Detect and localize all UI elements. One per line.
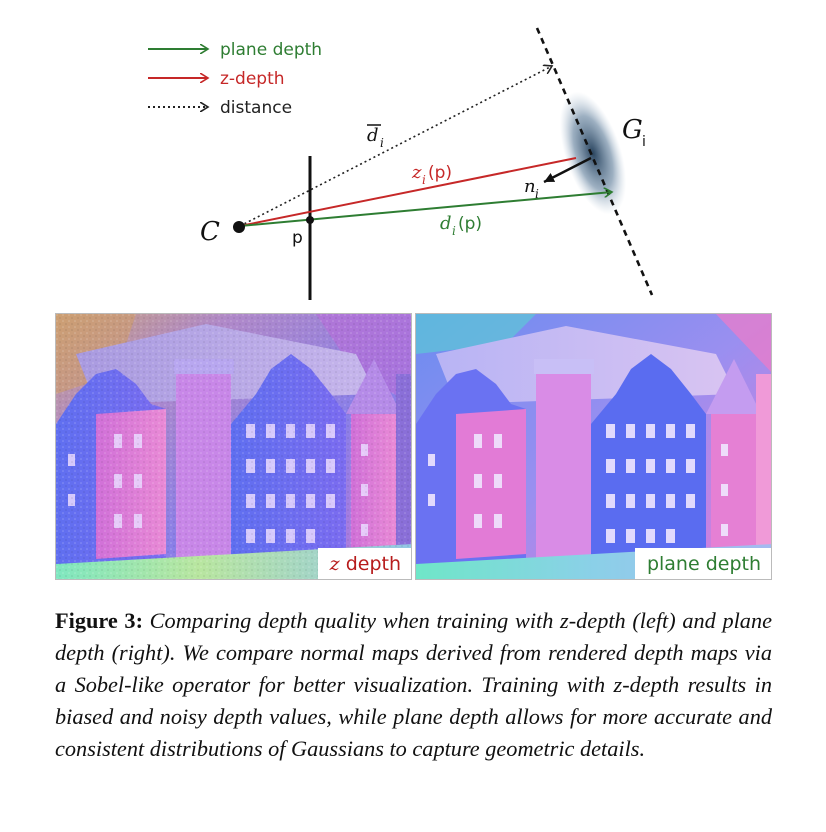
- z-depth-argument: (p): [428, 163, 452, 183]
- plane-depth-normal-map-image: [416, 314, 771, 579]
- figure-label: Figure 3:: [55, 608, 143, 633]
- pixel-label: p: [292, 228, 303, 248]
- gaussian-symbol: G: [622, 115, 643, 145]
- distance-subscript: i: [380, 136, 384, 150]
- pixel-point-dot: [306, 216, 314, 224]
- normal-subscript: i: [535, 187, 539, 201]
- z-depth-symbol: z: [411, 162, 422, 183]
- plane-depth-ray: [239, 192, 612, 227]
- z-depth-tag: z depth: [317, 548, 411, 579]
- gaussian-subscript: i: [642, 134, 646, 150]
- gaussian-label: G i: [622, 115, 646, 150]
- legend: plane depth z-depth distance: [148, 40, 322, 118]
- plane-depth-tag-text: plane depth: [646, 553, 761, 575]
- tangent-plane-line: [535, 27, 654, 296]
- distance-symbol: d: [367, 125, 379, 146]
- z-depth-normal-map-image: [56, 314, 411, 579]
- camera-center-dot: [233, 221, 245, 233]
- distance-ray: [239, 66, 552, 227]
- z-depth-normal-map-panel: z depth: [55, 313, 412, 580]
- legend-plane-depth-label: plane depth: [220, 40, 322, 60]
- figure-caption: Figure 3: Comparing depth quality when t…: [55, 605, 772, 765]
- plane-depth-label: d i (p): [440, 213, 482, 238]
- z-depth-label: z i (p): [411, 162, 452, 187]
- depth-geometry-diagram: plane depth z-depth distance C p G i d i…: [148, 27, 654, 300]
- z-depth-tag-symbol: z: [329, 553, 340, 575]
- plane-depth-argument: (p): [458, 214, 482, 234]
- z-depth-tag-text: depth: [339, 553, 401, 575]
- normal-label: n i: [524, 176, 539, 201]
- legend-distance-label: distance: [220, 98, 292, 118]
- plane-depth-tag: plane depth: [634, 548, 771, 579]
- z-depth-ray: [239, 157, 577, 227]
- normal-symbol: n: [524, 176, 536, 197]
- camera-label: C: [200, 217, 220, 247]
- distance-label: d i: [367, 124, 384, 150]
- legend-z-depth-label: z-depth: [220, 69, 285, 89]
- z-depth-subscript: i: [422, 173, 426, 187]
- normal-arrow: [543, 156, 592, 184]
- caption-text: Comparing depth quality when training wi…: [55, 608, 772, 761]
- plane-depth-subscript: i: [452, 224, 456, 238]
- plane-depth-symbol: d: [440, 213, 452, 234]
- plane-depth-normal-map-panel: plane depth: [415, 313, 772, 580]
- gaussian-ellipse: [559, 91, 627, 215]
